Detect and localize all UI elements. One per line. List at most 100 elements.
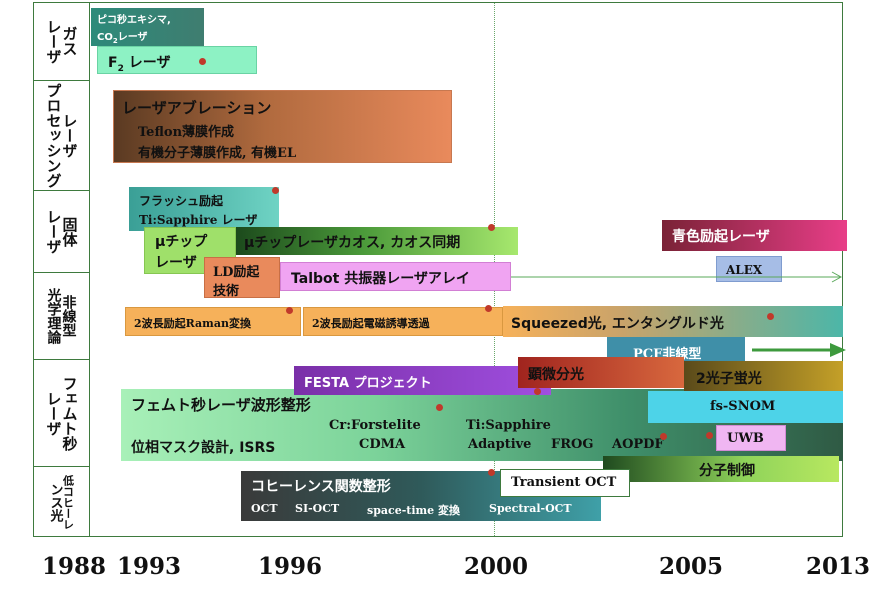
bar-microchip-chaos: μチップレーザカオス, カオス同期 xyxy=(236,227,518,255)
category-processing-line2: プロセッシング xyxy=(44,83,63,188)
bar-two-photon: 2光子蛍光 xyxy=(684,361,843,391)
category-solid-line2: レーザ xyxy=(44,209,63,254)
bar-blue-pump: 青色励起レーザ xyxy=(662,220,847,251)
bar-flash-pump: フラッシュ励起 Ti:Sapphire レーザ xyxy=(129,187,279,231)
milestone-dot xyxy=(767,313,774,320)
category-solid-laser: 固体 レーザ xyxy=(33,191,89,273)
bar-picosecond-excimer-line1: ピコ秒エキシマ, xyxy=(97,15,171,26)
laser-text: レーザ xyxy=(117,32,148,43)
femto-aopdf: AOPDF xyxy=(612,437,664,452)
bar-blue-pump-label: 青色励起レーザ xyxy=(672,229,770,245)
coherence-shaping-title: コヒーレンス関数整形 xyxy=(251,479,391,495)
category-processing-line1: レーザ xyxy=(60,113,79,158)
category-femtosecond-laser: フェムト秒 レーザ xyxy=(33,360,89,467)
bar-laser-ablation-teflon: Teflon薄膜作成 xyxy=(138,125,235,140)
milestone-dot xyxy=(286,307,293,314)
bar-transient-oct-label: Transient OCT xyxy=(511,475,617,490)
category-laser-processing: レーザ プロセッシング xyxy=(33,81,89,191)
bar-molecular-control-label: 分子制御 xyxy=(699,463,755,479)
f2-laser-text: レーザ xyxy=(123,55,171,71)
category-lowcoherence-line2: ンス光 xyxy=(47,482,63,522)
bar-eit-label: 2波長励起電磁誘導透過 xyxy=(312,317,430,330)
coherence-oct: OCT xyxy=(251,502,278,515)
category-column: ガス レーザ レーザ プロセッシング 固体 レーザ 非線型 光学理論 フェムト秒… xyxy=(33,2,90,537)
bar-fs-snom: fs-SNOM xyxy=(648,391,843,423)
bar-alex: ALEX xyxy=(716,256,782,282)
bar-uwb: UWB xyxy=(716,425,786,451)
bar-transient-oct: Transient OCT xyxy=(500,469,630,497)
f-text: F xyxy=(108,55,118,71)
bar-uwb-label: UWB xyxy=(727,431,764,446)
bar-talbot: Talbot 共振器レーザアレイ xyxy=(280,262,511,291)
bar-flash-pump-line1: フラッシュ励起 xyxy=(139,194,224,208)
milestone-dot xyxy=(706,432,713,439)
bar-alex-label: ALEX xyxy=(726,263,763,277)
bar-microchip-line2: レーザ xyxy=(155,255,197,271)
year-label-2000: 2000 xyxy=(464,553,529,580)
bar-laser-ablation: レーザアブレーション Teflon薄膜作成 有機分子薄膜作成, 有機EL xyxy=(113,90,452,163)
milestone-dot xyxy=(660,433,667,440)
co2-subscript: 2 xyxy=(112,37,118,45)
bar-ld-pump: LD励起 技術 xyxy=(204,257,280,299)
category-gas-line2: レーザ xyxy=(44,18,63,64)
bar-fs-snom-label: fs-SNOM xyxy=(710,399,776,414)
category-femto-line2: レーザ xyxy=(44,390,63,436)
bar-festa: FESTA プロジェクト xyxy=(294,366,551,395)
femto-cr-forstelite: Cr:Forstelite xyxy=(329,418,421,433)
category-gas-line1: ガス xyxy=(60,26,79,56)
bar-microchip-line1: μチップ xyxy=(155,234,208,250)
bar-raman-label: 2波長励起Raman変換 xyxy=(134,317,251,330)
bar-laser-ablation-title: レーザアブレーション xyxy=(122,99,272,117)
femto-adaptive: Adaptive xyxy=(468,437,532,452)
category-femto-line1: フェムト秒 xyxy=(60,375,79,451)
bar-raman: 2波長励起Raman変換 xyxy=(125,307,301,336)
bar-f2-laser: F2 レーザ xyxy=(97,46,257,74)
femto-shaping-title: フェムト秒レーザ波形整形 xyxy=(131,396,311,414)
bar-eit: 2波長励起電磁誘導透過 xyxy=(303,307,503,336)
bar-ld-pump-line2: 技術 xyxy=(213,284,240,299)
bar-picosecond-excimer-line2: CO2レーザ xyxy=(97,28,148,45)
year-label-2005: 2005 xyxy=(659,553,724,580)
bar-f2-laser-label: F2 レーザ xyxy=(108,52,170,74)
bar-flash-pump-line2: Ti:Sapphire レーザ xyxy=(139,213,258,227)
bar-two-photon-label: 2光子蛍光 xyxy=(696,371,762,387)
bar-microspectroscopy-label: 顕微分光 xyxy=(528,367,584,383)
bar-talbot-label: Talbot 共振器レーザアレイ xyxy=(291,271,470,287)
bar-festa-label: FESTA プロジェクト xyxy=(304,376,432,391)
bar-squeezed-label: Squeezed光, エンタングルド光 xyxy=(511,316,724,332)
year-label-2013: 2013 xyxy=(806,553,871,580)
co-text: CO xyxy=(97,32,113,43)
year-label-1988: 1988 xyxy=(42,553,107,580)
milestone-dot xyxy=(488,224,495,231)
milestone-dot xyxy=(488,469,495,476)
milestone-dot xyxy=(534,388,541,395)
category-gas-laser: ガス レーザ xyxy=(33,2,89,81)
femto-ti-sapphire: Ti:Sapphire xyxy=(466,418,551,433)
coherence-spectral-oct: Spectral-OCT xyxy=(489,502,572,515)
milestone-dot xyxy=(272,187,279,194)
category-solid-line1: 固体 xyxy=(60,216,79,247)
bar-molecular-control: 分子制御 xyxy=(603,456,839,482)
bar-ld-pump-line1: LD励起 xyxy=(213,265,260,280)
femto-phase-mask: 位相マスク設計, ISRS xyxy=(131,440,276,456)
milestone-dot xyxy=(436,404,443,411)
milestone-dot xyxy=(485,305,492,312)
category-nonlinear-line1: 非線型 xyxy=(60,295,77,337)
bar-microchip-chaos-label: μチップレーザカオス, カオス同期 xyxy=(244,235,461,251)
category-low-coherence: 低コヒーレ ンス光 xyxy=(33,467,89,537)
femto-cdma: CDMA xyxy=(359,437,406,452)
f2-subscript: 2 xyxy=(117,63,124,74)
category-nonlinear-optics: 非線型 光学理論 xyxy=(33,273,89,360)
category-nonlinear-line2: 光学理論 xyxy=(45,288,62,344)
bar-picosecond-excimer: ピコ秒エキシマ, CO2レーザ xyxy=(91,8,204,46)
year-label-1993: 1993 xyxy=(117,553,182,580)
bar-laser-ablation-organic: 有機分子薄膜作成, 有機EL xyxy=(138,146,297,161)
coherence-space-time: space-time 変換 xyxy=(367,504,461,517)
year-label-1996: 1996 xyxy=(258,553,323,580)
category-lowcoherence-line1: 低コヒーレ xyxy=(61,474,75,530)
chart-frame xyxy=(33,2,843,537)
coherence-si-oct: SI-OCT xyxy=(295,502,340,515)
bar-microspectroscopy: 顕微分光 xyxy=(518,357,684,388)
milestone-dot xyxy=(199,58,206,65)
bar-squeezed: Squeezed光, エンタングルド光 xyxy=(503,306,843,337)
